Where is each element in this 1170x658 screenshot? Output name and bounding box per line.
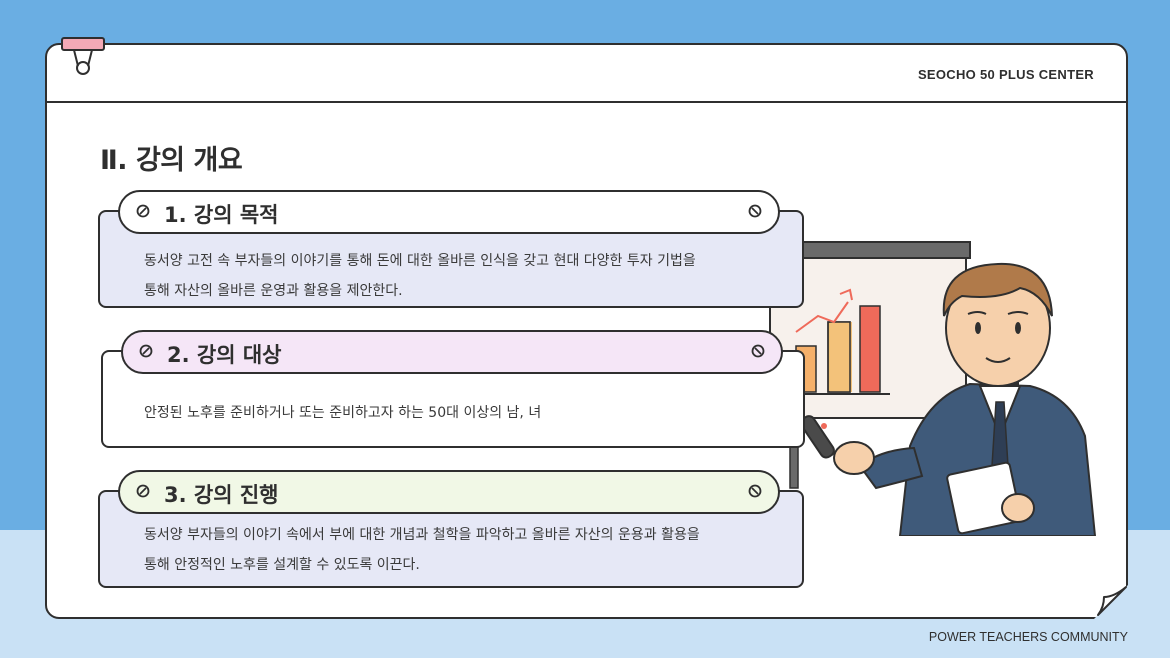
pencil-icon bbox=[136, 484, 150, 498]
prohibit-icon bbox=[751, 344, 765, 358]
section-progress: 3. 강의 진행 동서양 부자들의 이야기 속에서 부에 대한 개념과 철학을 … bbox=[98, 470, 804, 588]
section-progress-header: 3. 강의 진행 bbox=[118, 470, 780, 514]
section-progress-text: 동서양 부자들의 이야기 속에서 부에 대한 개념과 철학을 파악하고 올바른 … bbox=[144, 520, 794, 580]
pencil-icon bbox=[139, 344, 153, 358]
teacher-illustration bbox=[765, 241, 1097, 536]
section-audience-text: 안정된 노후를 준비하거나 또는 준비하고자 하는 50대 이상의 남, 녀 bbox=[144, 398, 794, 428]
footer-label: POWER TEACHERS COMMUNITY bbox=[928, 630, 1128, 644]
prohibit-icon bbox=[748, 204, 762, 218]
prohibit-icon bbox=[748, 484, 762, 498]
section-audience: 2. 강의 대상 안정된 노후를 준비하거나 또는 준비하고자 하는 50대 이… bbox=[101, 330, 805, 448]
section-progress-title: 3. 강의 진행 bbox=[164, 483, 279, 507]
binder-clip-icon bbox=[61, 37, 105, 75]
section-purpose: 1. 강의 목적 동서양 고전 속 부자들의 이야기를 통해 돈에 대한 올바른… bbox=[98, 190, 804, 308]
header-divider bbox=[47, 101, 1126, 103]
page-title: Ⅱ. 강의 개요 bbox=[100, 145, 243, 176]
section-purpose-header: 1. 강의 목적 bbox=[118, 190, 780, 234]
section-audience-line-1: 안정된 노후를 준비하거나 또는 준비하고자 하는 50대 이상의 남, 녀 bbox=[144, 405, 542, 421]
section-purpose-title: 1. 강의 목적 bbox=[164, 203, 279, 227]
section-purpose-line-2: 통해 자산의 올바른 운영과 활용을 제안한다. bbox=[144, 283, 403, 299]
section-purpose-text: 동서양 고전 속 부자들의 이야기를 통해 돈에 대한 올바른 인식을 갖고 현… bbox=[144, 246, 794, 306]
page-curl-icon bbox=[1094, 585, 1128, 619]
pencil-icon bbox=[136, 204, 150, 218]
section-audience-title: 2. 강의 대상 bbox=[167, 343, 282, 367]
section-audience-header: 2. 강의 대상 bbox=[121, 330, 783, 374]
brand-label: SEOCHO 50 PLUS CENTER bbox=[917, 67, 1094, 82]
section-progress-line-2: 통해 안정적인 노후를 설계할 수 있도록 이끈다. bbox=[144, 557, 420, 573]
section-purpose-line-1: 동서양 고전 속 부자들의 이야기를 통해 돈에 대한 올바른 인식을 갖고 현… bbox=[144, 253, 696, 269]
section-progress-line-1: 동서양 부자들의 이야기 속에서 부에 대한 개념과 철학을 파악하고 올바른 … bbox=[144, 527, 700, 543]
